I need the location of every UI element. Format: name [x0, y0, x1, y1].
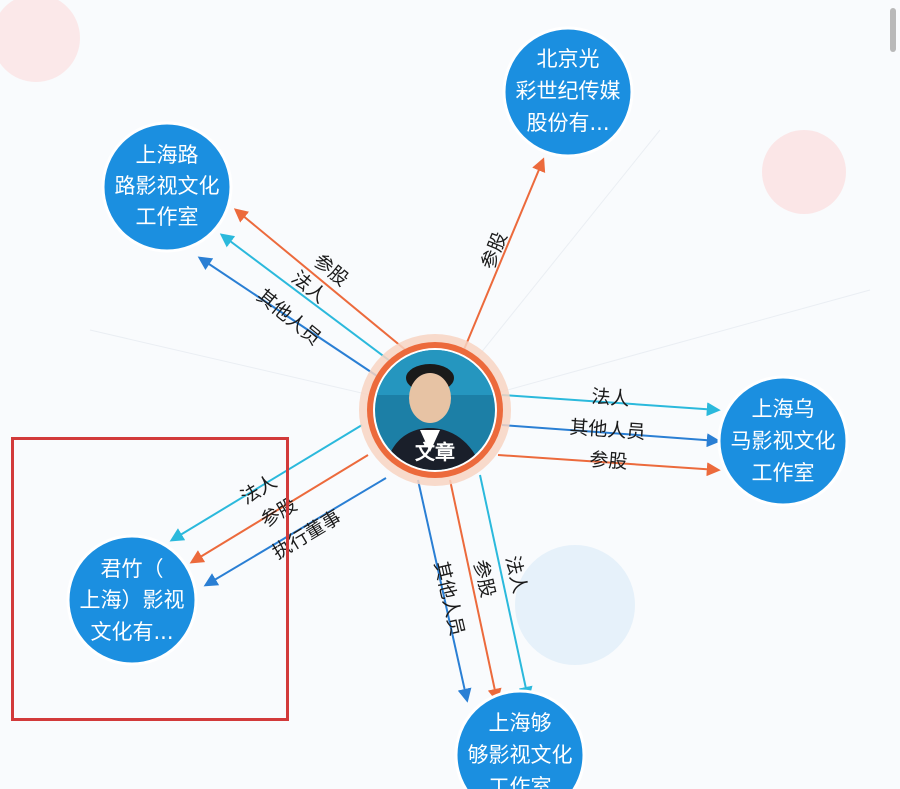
edge-e4-line — [197, 256, 381, 379]
node-shanghai-gou-line1: 上海够 — [489, 711, 552, 735]
decor-bubble-pink — [0, 0, 80, 82]
node-shanghai-lu-line1: 上海路 — [136, 143, 199, 167]
edge-e6-line — [501, 424, 721, 448]
scrollbar-thumb[interactable] — [890, 8, 896, 52]
vertical-scrollbar[interactable] — [886, 0, 900, 789]
center-person-node[interactable]: 文章 — [359, 334, 511, 486]
edge-e9-line — [189, 454, 369, 564]
center-person-name: 文章 — [415, 440, 455, 464]
decor-bubble-blue — [515, 545, 635, 665]
edge-label-e1: 参股 — [477, 229, 512, 272]
node-beijing[interactable]: 北京光 彩世纪传媒 股份有... — [502, 26, 634, 158]
edge-e1-line — [462, 157, 546, 353]
node-shanghai-wu-line1: 上海乌 — [752, 397, 815, 421]
node-junzhu-line2: 上海）影视 — [80, 588, 185, 612]
node-shanghai-lu-line2: 路影视文化 — [115, 174, 220, 198]
node-shanghai-wu[interactable]: 上海乌 马影视文化 工作室 — [717, 375, 849, 507]
node-beijing-line2: 彩世纪传媒 — [516, 79, 621, 103]
edge-label-e6: 其他人员 — [569, 416, 646, 443]
edge-e3-line — [219, 233, 395, 365]
edge-label-e7: 参股 — [589, 449, 628, 474]
edge-e13-line — [479, 474, 533, 701]
edge-e5-line — [501, 394, 721, 417]
node-shanghai-gou-line3: 工作室 — [489, 775, 552, 789]
edge-e8-line — [169, 424, 363, 542]
node-junzhu[interactable]: 君竹（ 上海）影视 文化有... — [66, 534, 198, 666]
node-shanghai-wu-line2: 马影视文化 — [731, 429, 836, 453]
node-shanghai-lu-line3: 工作室 — [136, 205, 199, 229]
edge-e11-line — [417, 479, 472, 703]
node-junzhu-line1: 君竹（ — [101, 557, 164, 581]
decor-bubble-pink-right — [762, 130, 846, 214]
node-beijing-line3: 股份有... — [526, 111, 609, 135]
node-shanghai-gou[interactable]: 上海够 够影视文化 工作室 — [454, 689, 586, 789]
node-shanghai-lu[interactable]: 上海路 路影视文化 工作室 — [101, 121, 233, 253]
edge-e10-line — [203, 477, 387, 587]
node-shanghai-gou-line2: 够影视文化 — [468, 743, 573, 767]
node-junzhu-line3: 文化有... — [90, 620, 173, 644]
edge-e2-line — [233, 208, 409, 353]
node-shanghai-wu-line3: 工作室 — [752, 461, 815, 485]
edge-label-e5: 法人 — [591, 386, 630, 411]
edge-e7-line — [497, 454, 721, 477]
node-beijing-line1: 北京光 — [537, 47, 600, 71]
edge-e12-line — [449, 479, 502, 703]
edge-label-e11: 其他人员 — [430, 559, 469, 638]
